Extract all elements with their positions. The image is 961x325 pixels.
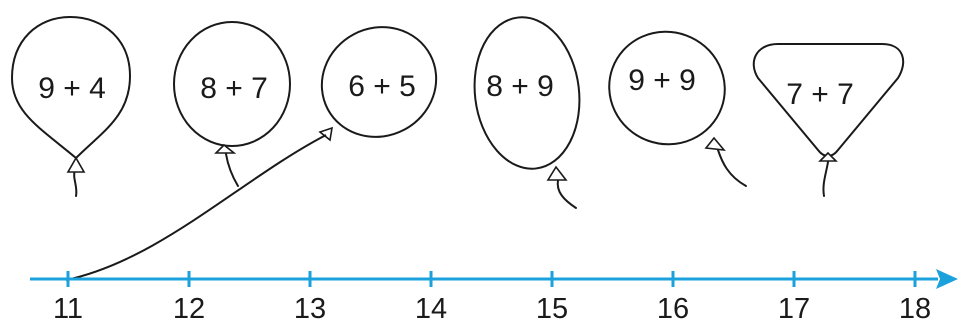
balloon-1-expression: 9 + 4: [38, 72, 106, 105]
balloon-4-knot: [548, 167, 566, 180]
balloon-6-expression: 7 + 7: [786, 78, 854, 111]
tick-label-14: 14: [415, 293, 447, 325]
balloon-3-expression: 6 + 5: [348, 70, 416, 103]
balloon-2-string: [226, 154, 238, 186]
number-line-arrowhead: [936, 269, 958, 289]
balloon-6-string: [823, 162, 828, 196]
tick-label-18: 18: [899, 293, 931, 325]
tick-label-16: 16: [657, 293, 689, 325]
balloon-1: 9 + 4: [12, 17, 130, 196]
balloon-4-string: [558, 180, 576, 208]
tick-label-17: 17: [778, 293, 810, 325]
balloon-5-string: [718, 150, 746, 186]
number-line: 11 12 13 14 15 16 17 18: [30, 269, 958, 325]
balloon-2: 8 + 7: [174, 22, 290, 186]
balloon-2-expression: 8 + 7: [200, 72, 268, 105]
balloon-4: 8 + 9: [466, 11, 588, 208]
tick-label-15: 15: [536, 293, 568, 325]
connector-6plus5-to-11: [66, 135, 326, 280]
balloon-1-knot: [68, 158, 84, 172]
balloon-5-expression: 9 + 9: [628, 64, 696, 97]
balloon-5: 9 + 9: [593, 16, 746, 186]
balloon-1-string: [74, 170, 76, 196]
tick-label-11: 11: [53, 293, 83, 325]
balloon-6: 7 + 7: [754, 44, 903, 196]
tick-label-13: 13: [294, 293, 326, 325]
tick-label-12: 12: [173, 293, 205, 325]
balloon-4-expression: 8 + 9: [486, 70, 554, 103]
balloon-5-knot: [706, 138, 724, 150]
